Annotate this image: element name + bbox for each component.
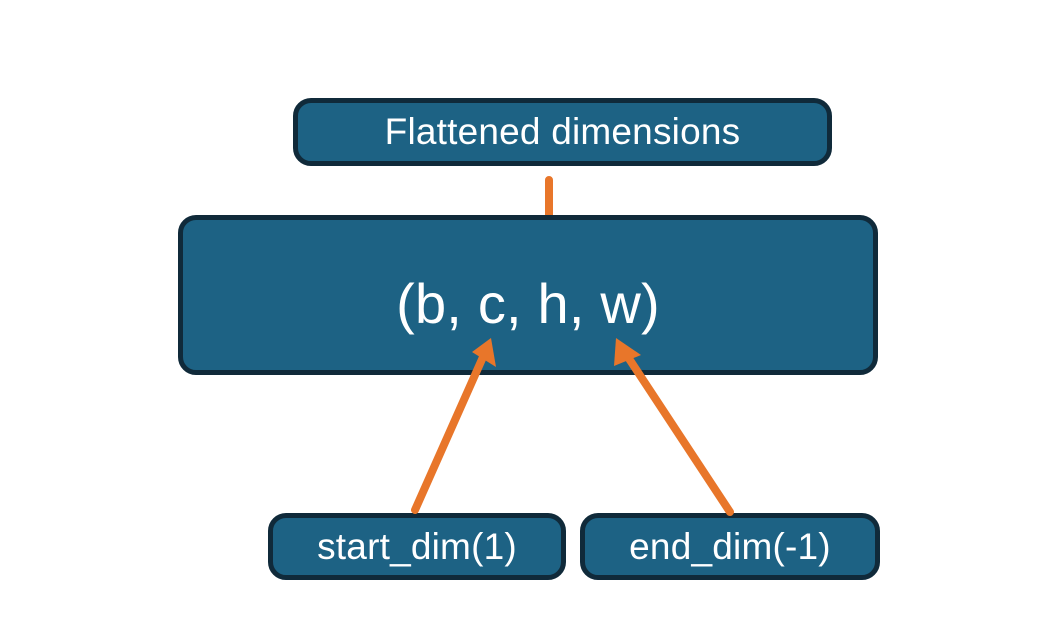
node-start-dim[interactable]: start_dim(1): [268, 513, 566, 580]
node-start-dim-label: start_dim(1): [317, 525, 517, 567]
node-end-dim-label: end_dim(-1): [629, 525, 831, 567]
node-end-dim[interactable]: end_dim(-1): [580, 513, 880, 580]
node-tensor-shape[interactable]: (b, c, h, w): [178, 215, 878, 375]
node-tensor-shape-label: (b, c, h, w): [396, 271, 660, 335]
node-flattened-dimensions[interactable]: Flattened dimensions: [293, 98, 832, 166]
node-flattened-dimensions-label: Flattened dimensions: [384, 111, 741, 152]
